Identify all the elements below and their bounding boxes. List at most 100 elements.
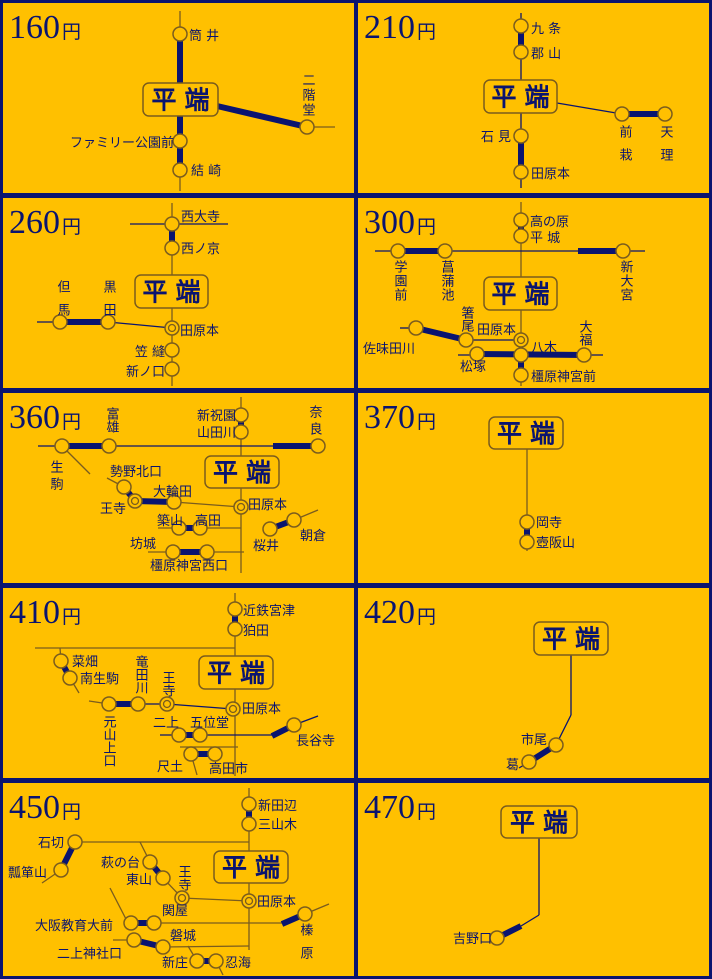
station-label: 新庄 bbox=[162, 955, 188, 971]
center-station-name: 平端 bbox=[222, 853, 288, 882]
station-label: 忍海 bbox=[225, 956, 251, 971]
station-marker bbox=[183, 746, 199, 762]
station-marker bbox=[489, 930, 505, 946]
station-marker bbox=[54, 438, 70, 454]
station-marker bbox=[166, 494, 182, 510]
station-label: 高の原 bbox=[530, 214, 569, 230]
station-marker bbox=[233, 424, 249, 440]
station-marker bbox=[513, 347, 529, 363]
station-label: 山田川 bbox=[197, 426, 236, 441]
station-label: 瓢箪山 bbox=[8, 866, 47, 881]
station-label: 元山上口 bbox=[101, 715, 117, 767]
station-label: 葛 bbox=[506, 758, 519, 773]
transfer-station-marker-inner bbox=[162, 699, 172, 709]
transfer-station-marker bbox=[241, 893, 257, 909]
station-label: 天理 bbox=[658, 125, 674, 171]
transfer-station-marker-inner bbox=[130, 496, 140, 506]
station-label: 東山 bbox=[126, 872, 152, 888]
station-marker bbox=[172, 26, 188, 42]
station-label: 石切 bbox=[38, 836, 64, 851]
fare-value: 260 bbox=[9, 204, 60, 241]
station-label: 大阪教育大前 bbox=[35, 918, 113, 934]
station-marker bbox=[101, 438, 117, 454]
station-label: 高田市 bbox=[209, 761, 248, 777]
station-label: 萩の台 bbox=[101, 856, 140, 871]
rail-line bbox=[109, 887, 129, 924]
station-marker bbox=[199, 544, 215, 560]
rail-line bbox=[162, 945, 250, 948]
fare-value: 160 bbox=[9, 9, 60, 46]
station-marker bbox=[100, 314, 116, 330]
station-label: 田原本 bbox=[248, 498, 287, 513]
station-marker bbox=[286, 512, 302, 528]
station-marker bbox=[101, 696, 117, 712]
center-station-box: 平端 bbox=[483, 79, 558, 114]
fare-value: 210 bbox=[364, 9, 415, 46]
transfer-station-marker bbox=[233, 499, 249, 515]
station-marker bbox=[126, 932, 142, 948]
station-marker bbox=[171, 520, 187, 536]
station-label: 尺土 bbox=[157, 760, 183, 775]
station-marker bbox=[262, 521, 278, 537]
station-marker bbox=[62, 670, 78, 686]
station-marker bbox=[207, 746, 223, 762]
station-label: 学園前 bbox=[392, 259, 408, 302]
station-marker bbox=[299, 119, 315, 135]
station-marker bbox=[142, 854, 158, 870]
station-label: 榛原 bbox=[298, 923, 314, 969]
route-diagram: 平端新祝園山田川富雄奈良生駒勢野北口大輪田王寺田原本築山高田朝倉桜井坊城橿原神宮… bbox=[38, 397, 326, 574]
route-diagram: 平端西大寺西ノ京田原本笠 縫新ノ口但馬黒田 bbox=[37, 203, 228, 386]
station-marker bbox=[208, 953, 224, 969]
station-marker bbox=[310, 438, 326, 454]
currency-unit: 円 bbox=[62, 606, 82, 628]
center-station-name: 平端 bbox=[497, 419, 563, 448]
fare-value: 420 bbox=[364, 594, 415, 631]
fare-value: 410 bbox=[9, 594, 60, 631]
transfer-station-marker-inner bbox=[228, 704, 238, 714]
station-marker bbox=[513, 44, 529, 60]
station-label: 磐城 bbox=[170, 929, 196, 944]
station-label: 三山木 bbox=[258, 818, 297, 833]
station-marker bbox=[130, 696, 146, 712]
station-label: 生駒 bbox=[48, 460, 64, 494]
station-marker bbox=[513, 367, 529, 383]
station-marker bbox=[53, 653, 69, 669]
station-label: 王寺 bbox=[176, 865, 192, 891]
station-marker bbox=[164, 216, 180, 232]
station-label: 結 崎 bbox=[191, 164, 221, 179]
currency-unit: 円 bbox=[62, 216, 82, 238]
station-label: 大福 bbox=[577, 320, 593, 346]
fare-panel-450: 平端新田辺三山木石切瓢箪山萩の台東山王寺田原本大阪教育大前関屋榛原磐城二上神社口… bbox=[3, 783, 354, 976]
center-station-name: 平端 bbox=[491, 280, 557, 309]
center-station-name: 平端 bbox=[142, 278, 208, 307]
station-label: 二階堂 bbox=[300, 73, 316, 118]
rail-line bbox=[520, 914, 540, 927]
station-label: 田原本 bbox=[242, 702, 281, 717]
station-label: 近鉄宮津 bbox=[243, 603, 295, 619]
station-marker bbox=[519, 534, 535, 550]
station-marker bbox=[123, 915, 139, 931]
fare-segment bbox=[216, 103, 308, 130]
currency-unit: 円 bbox=[417, 801, 437, 823]
center-station-box: 平端 bbox=[488, 416, 564, 450]
transfer-station-marker bbox=[164, 320, 180, 336]
route-diagram: 平端近鉄宮津狛田菜畑南生駒竜田川王寺田原本元山上口二上五位堂長谷寺尺土高田市 bbox=[35, 593, 335, 777]
station-label: 但馬 bbox=[55, 280, 71, 326]
station-marker bbox=[390, 243, 406, 259]
center-station-name: 平端 bbox=[491, 83, 557, 112]
center-station-box: 平端 bbox=[198, 655, 274, 690]
station-marker bbox=[189, 953, 205, 969]
station-marker bbox=[614, 106, 630, 122]
station-marker bbox=[513, 164, 529, 180]
station-marker bbox=[171, 727, 187, 743]
